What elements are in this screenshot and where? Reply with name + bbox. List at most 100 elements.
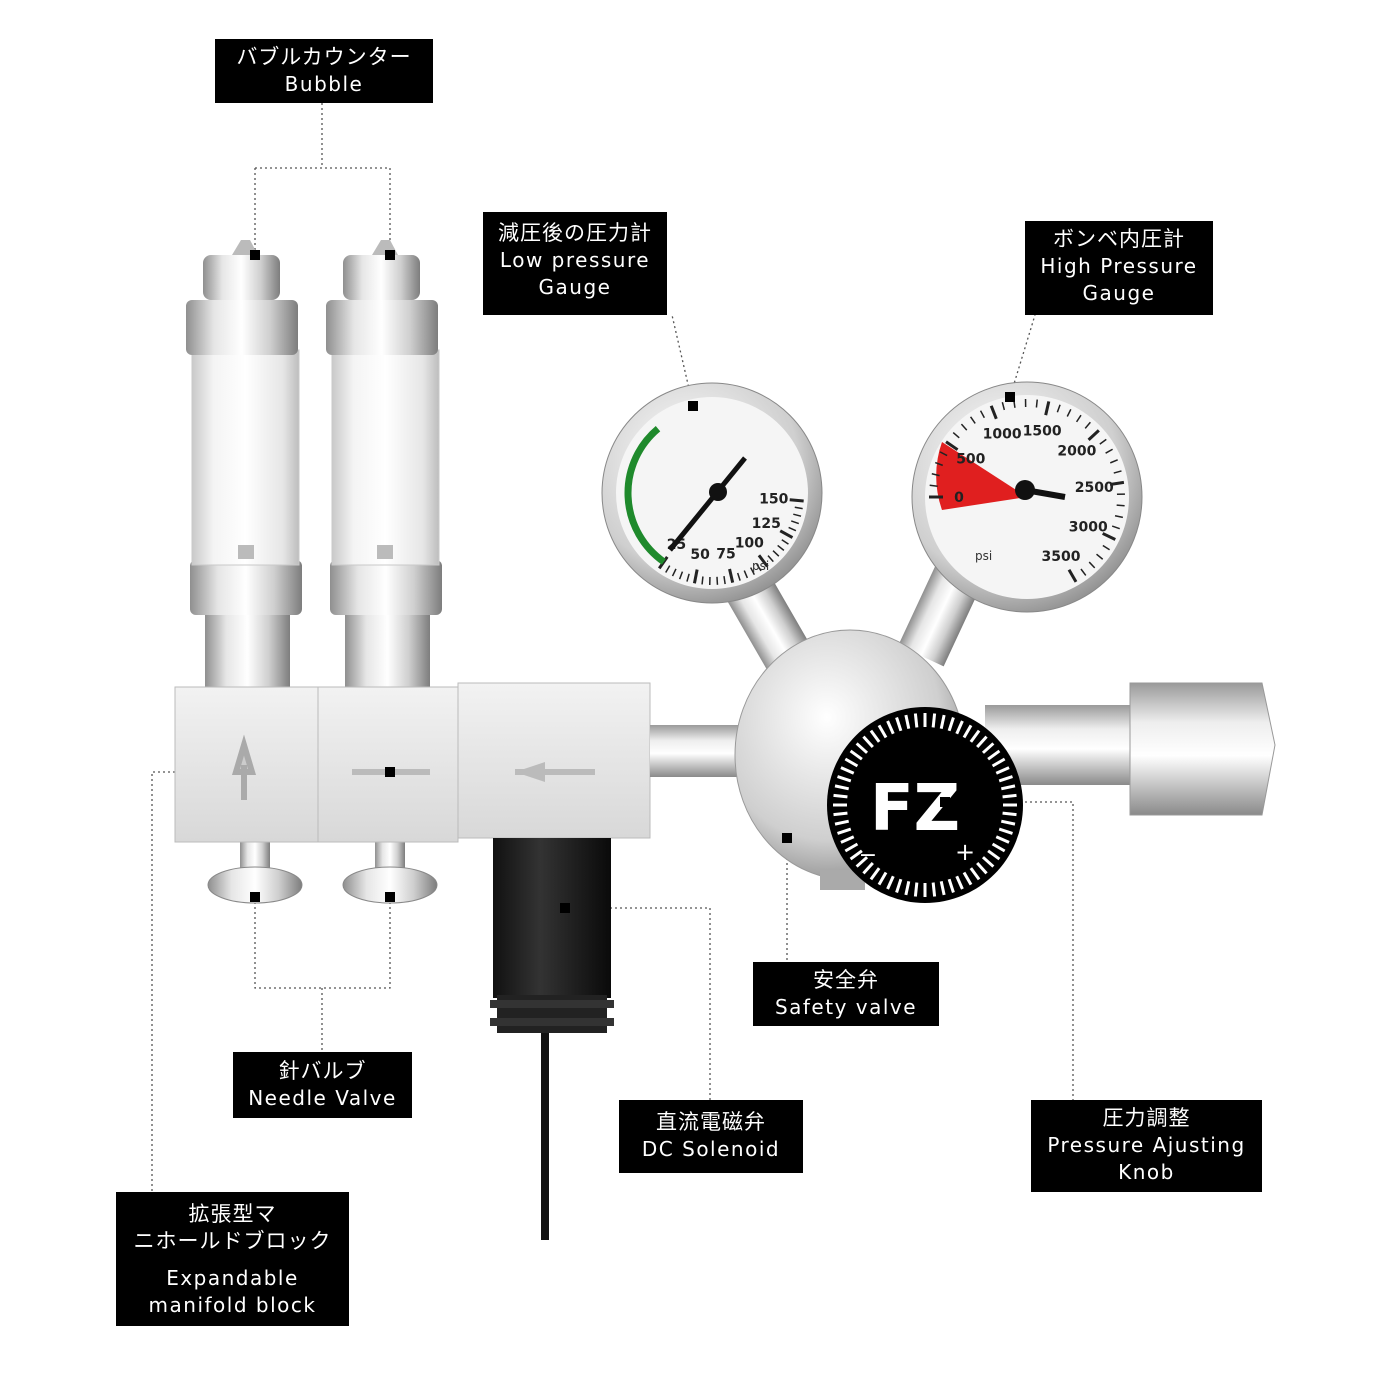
knob-rim-tick xyxy=(969,729,981,743)
knob-rim-tick xyxy=(931,882,937,897)
high-gauge-tick xyxy=(1044,401,1051,416)
anchor-dot-high-gauge xyxy=(1005,392,1015,402)
high-gauge-tick xyxy=(1080,568,1087,576)
low-gauge-tick xyxy=(701,576,704,585)
label-bubble-jp: バブルカウンター xyxy=(236,45,412,69)
high-gauge-tick xyxy=(1087,429,1100,441)
high-gauge-tick xyxy=(1088,561,1096,569)
knob-rim-tick xyxy=(886,875,895,890)
knob-rim-tick xyxy=(877,724,888,739)
knob-rim-tick xyxy=(862,861,874,875)
low-gauge-tick xyxy=(756,563,762,572)
high-gauge-tick xyxy=(1111,525,1120,530)
label-safety-en: Safety valve xyxy=(774,995,918,1019)
low-pressure-gauge: 255075100125150 psi xyxy=(601,382,823,604)
knob-rim-tick xyxy=(913,713,919,728)
needle-valve-left xyxy=(207,842,303,904)
high-gauge-tick xyxy=(1035,399,1038,408)
knob-rim-tick xyxy=(987,849,1001,861)
low-gauge-tick-label: 50 xyxy=(690,547,710,563)
knob-rim-tick xyxy=(995,835,1010,844)
dc-solenoid xyxy=(490,838,614,1033)
anchor-dot-solenoid xyxy=(560,903,570,913)
label-dc-solenoid: 直流電磁弁 DC Solenoid xyxy=(619,1100,803,1173)
knob-logo: FZ xyxy=(870,772,960,846)
low-gauge-tick xyxy=(781,539,789,545)
high-gauge-tick-label: 3500 xyxy=(1042,549,1081,565)
knob-rim-tick xyxy=(837,775,852,783)
anchor-dot-needle-left xyxy=(250,892,260,902)
label-manifold-jp1: 拡張型マ xyxy=(188,1202,277,1226)
high-gauge-tick-label: 2500 xyxy=(1075,480,1114,496)
high-gauge-tick-label: 2000 xyxy=(1057,444,1096,460)
low-gauge-tick xyxy=(671,568,677,577)
knob-rim-tick xyxy=(947,717,955,732)
knob-rim-tick xyxy=(837,827,852,835)
low-gauge-tick-label: 150 xyxy=(759,491,788,507)
knob-rim-tick xyxy=(962,871,973,886)
anchor-dot-bubble-left xyxy=(250,250,260,260)
label-needle-jp: 針バルブ xyxy=(278,1059,367,1083)
high-gauge-tick xyxy=(989,405,998,420)
label-low-gauge-jp: 減圧後の圧力計 xyxy=(498,221,652,245)
anchor-dot-low-gauge xyxy=(688,401,698,411)
knob-rim-tick xyxy=(969,867,981,881)
label-high-gauge-jp: ボンベ内圧計 xyxy=(1053,227,1185,251)
low-gauge-tick xyxy=(749,567,756,576)
label-low-gauge-en1: Low pressure xyxy=(499,248,651,272)
knob-rim-tick xyxy=(862,735,874,749)
low-gauge-tick xyxy=(686,573,690,582)
anchor-dot-manifold xyxy=(385,767,395,777)
label-manifold-en1: Expandable xyxy=(166,1266,299,1290)
knob-rim-tick xyxy=(895,717,903,732)
high-gauge-tick xyxy=(934,461,944,467)
knob-rim-tick xyxy=(998,827,1013,835)
knob-rim-tick xyxy=(1000,784,1016,791)
knob-rim-tick xyxy=(904,714,911,730)
knob-rim-tick xyxy=(849,749,863,761)
knob-rim-tick xyxy=(987,749,1001,761)
knob-rim-tick xyxy=(904,880,911,896)
high-gauge-tick xyxy=(1116,504,1125,507)
label-solenoid-en: DC Solenoid xyxy=(641,1137,781,1161)
low-gauge-tick xyxy=(665,565,671,573)
manifold-block xyxy=(174,682,651,843)
knob-rim-tick xyxy=(886,720,895,735)
label-high-gauge-en2: Gauge xyxy=(1082,281,1156,305)
high-gauge-tick xyxy=(931,473,940,477)
low-gauge-tick-label: 100 xyxy=(735,536,764,552)
label-needle-valve: 針バルブ Needle Valve xyxy=(233,1052,412,1118)
knob-rim-tick xyxy=(976,861,988,875)
knob-rim-tick xyxy=(955,720,964,735)
label-knob-en1: Pressure Ajusting xyxy=(1047,1133,1246,1157)
high-gauge-tick xyxy=(1102,532,1116,541)
label-bubble-counter: バブルカウンター Bubble xyxy=(215,39,433,103)
high-gauge-tick xyxy=(1096,553,1104,560)
knob-rim-tick xyxy=(855,856,869,868)
knob-rim-tick xyxy=(1002,793,1017,799)
bubble-counter-right xyxy=(326,240,442,695)
label-pressure-knob: 圧力調整 Pressure Ajusting Knob xyxy=(1031,1100,1262,1192)
knob-rim-tick xyxy=(991,757,1006,768)
knob-minus-label: − xyxy=(859,843,877,868)
label-knob-en2: Knob xyxy=(1118,1160,1175,1184)
knob-rim-tick xyxy=(844,842,859,853)
low-gauge-tick xyxy=(743,570,749,579)
low-gauge-tick xyxy=(789,498,804,503)
label-manifold-en2: manifold block xyxy=(148,1293,317,1317)
anchor-dot-safety xyxy=(782,833,792,843)
knob-rim-tick xyxy=(962,724,973,739)
knob-rim-tick xyxy=(877,871,888,886)
low-gauge-tick-label: 125 xyxy=(752,516,781,532)
needle-valve-right xyxy=(342,842,438,904)
knob-rim-tick xyxy=(939,714,946,730)
low-gauge-tick xyxy=(678,571,684,580)
high-gauge-tick xyxy=(960,423,968,431)
high-gauge-tick xyxy=(929,484,938,487)
high-gauge-tick xyxy=(1084,421,1091,429)
high-gauge-tick-label: 500 xyxy=(956,452,985,468)
low-gauge-green-zone xyxy=(624,425,666,565)
knob-rim-tick xyxy=(895,878,903,893)
high-gauge-tick xyxy=(1109,459,1118,464)
bubble-counter-left xyxy=(186,240,302,695)
